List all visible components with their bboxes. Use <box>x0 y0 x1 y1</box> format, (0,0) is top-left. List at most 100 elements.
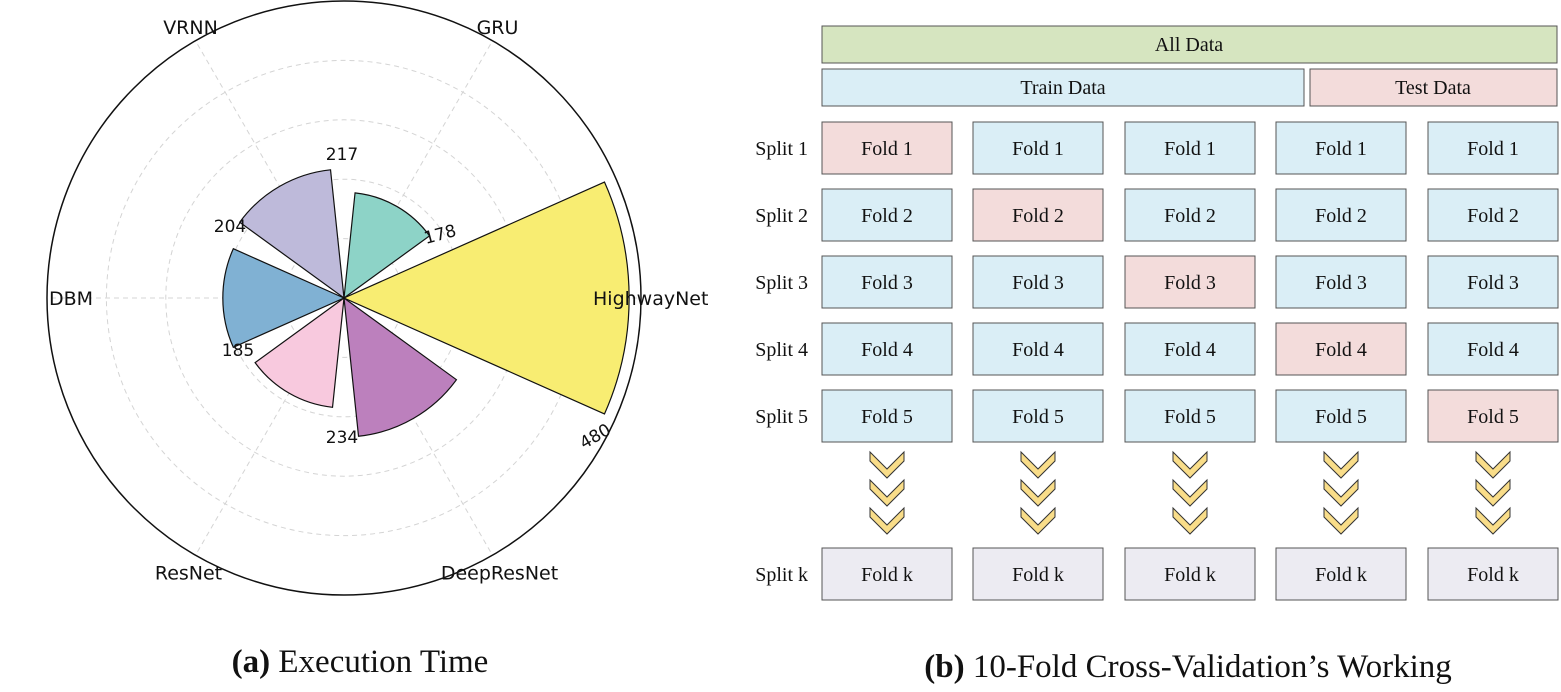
fold-label: Fold 5 <box>861 406 913 428</box>
fold-label: Fold 2 <box>1164 205 1216 227</box>
fold-label: Fold 4 <box>1467 339 1519 361</box>
polar-category-label: HighwayNet <box>593 288 708 310</box>
fold-box <box>1275 547 1407 601</box>
fold-box <box>1427 322 1559 376</box>
polar-category-label: VRNN <box>163 17 218 39</box>
polar-value-label: 480 <box>576 420 614 454</box>
chevron-down-icon <box>1172 450 1208 479</box>
fold-label: Fold 1 <box>1012 138 1064 160</box>
chevron-down-icon <box>1172 478 1208 507</box>
chevron-down-icon <box>869 506 905 535</box>
chevron-down-icon <box>1020 506 1056 535</box>
chevron-down-icon <box>1323 450 1359 479</box>
fold-label: Fold 4 <box>1315 339 1367 361</box>
fold-box <box>1275 188 1407 242</box>
fold-label: Fold 3 <box>1315 272 1367 294</box>
fold-label: Fold 1 <box>1164 138 1216 160</box>
fold-box <box>1427 121 1559 175</box>
test-data-label: Test Data <box>1395 77 1471 99</box>
chevron-down-icon <box>1475 506 1511 535</box>
all-data-bar <box>821 25 1558 64</box>
split-label: Split 5 <box>755 406 808 428</box>
fold-label: Fold k <box>1467 564 1519 586</box>
fold-box <box>972 547 1104 601</box>
fold-box <box>972 121 1104 175</box>
chevron-down-icon <box>869 478 905 507</box>
polar-value-label: 178 <box>422 221 459 249</box>
fold-box <box>1124 322 1256 376</box>
polar-bar-dbm <box>222 247 346 349</box>
fold-box <box>1275 121 1407 175</box>
fold-box <box>1275 322 1407 376</box>
split-label: Split 2 <box>755 205 808 227</box>
fold-label: Fold 5 <box>1315 406 1367 428</box>
fold-box <box>1427 255 1559 309</box>
polar-bar-vrnn <box>238 169 345 300</box>
fold-label: Fold 4 <box>1012 339 1064 361</box>
caption-a-label: (a) <box>232 644 270 680</box>
chevron-down-icon <box>1020 450 1056 479</box>
fold-box <box>821 255 953 309</box>
polar-value-label: 204 <box>214 217 246 237</box>
fold-box <box>972 322 1104 376</box>
fold-box <box>972 389 1104 443</box>
caption-a: (a) Execution Time <box>232 644 489 680</box>
polar-bar-highwaynet <box>342 181 630 415</box>
test-data-bar <box>1309 68 1558 107</box>
fold-box <box>821 322 953 376</box>
caption-b-label: (b) <box>924 649 964 685</box>
fold-label: Fold 3 <box>1164 272 1216 294</box>
caption-b: (b) 10-Fold Cross-Validation’s Working <box>924 649 1452 685</box>
split-label: Split 3 <box>755 272 808 294</box>
fold-box <box>1124 389 1256 443</box>
fold-label: Fold 2 <box>1467 205 1519 227</box>
fold-label: Fold 1 <box>1467 138 1519 160</box>
fold-label: Fold k <box>1164 564 1216 586</box>
fold-box <box>972 188 1104 242</box>
polar-value-label: 234 <box>326 428 358 448</box>
polar-bar-resnet <box>254 296 345 408</box>
fold-label: Fold 3 <box>1012 272 1064 294</box>
polar-frame <box>46 0 642 596</box>
fold-label: Fold k <box>1315 564 1367 586</box>
caption-a-text: Execution Time <box>270 644 488 680</box>
polar-category-label: DeepResNet <box>441 562 558 584</box>
chevron-down-icon <box>1475 450 1511 479</box>
polar-value-label: 185 <box>222 341 254 361</box>
fold-label: Fold 1 <box>861 138 913 160</box>
train-data-label: Train Data <box>1020 77 1105 99</box>
split-label: Split k <box>755 564 808 586</box>
fold-box <box>1427 389 1559 443</box>
fold-box <box>1124 188 1256 242</box>
chevron-down-icon <box>1323 478 1359 507</box>
polar-category-label: ResNet <box>155 562 222 584</box>
chevron-down-icon <box>1323 506 1359 535</box>
fold-label: Fold k <box>861 564 913 586</box>
fold-box <box>821 547 953 601</box>
fold-label: Fold 3 <box>861 272 913 294</box>
polar-value-label: 217 <box>326 145 358 165</box>
fold-box <box>1275 389 1407 443</box>
fold-label: Fold 2 <box>1315 205 1367 227</box>
fold-label: Fold 5 <box>1012 406 1064 428</box>
all-data-label: All Data <box>1155 34 1223 56</box>
fold-box <box>821 389 953 443</box>
caption-b-text: 10-Fold Cross-Validation’s Working <box>965 649 1452 685</box>
split-label: Split 4 <box>755 339 808 361</box>
chevron-down-icon <box>1475 478 1511 507</box>
fold-label: Fold 3 <box>1467 272 1519 294</box>
fold-label: Fold 1 <box>1315 138 1367 160</box>
fold-box <box>1275 255 1407 309</box>
polar-bar-deepresnet <box>343 296 458 437</box>
fold-box <box>972 255 1104 309</box>
fold-box <box>821 188 953 242</box>
fold-label: Fold 5 <box>1164 406 1216 428</box>
fold-label: Fold 4 <box>1164 339 1216 361</box>
fold-box <box>1124 547 1256 601</box>
fold-label: Fold 5 <box>1467 406 1519 428</box>
fold-box <box>1124 255 1256 309</box>
fold-label: Fold k <box>1012 564 1064 586</box>
